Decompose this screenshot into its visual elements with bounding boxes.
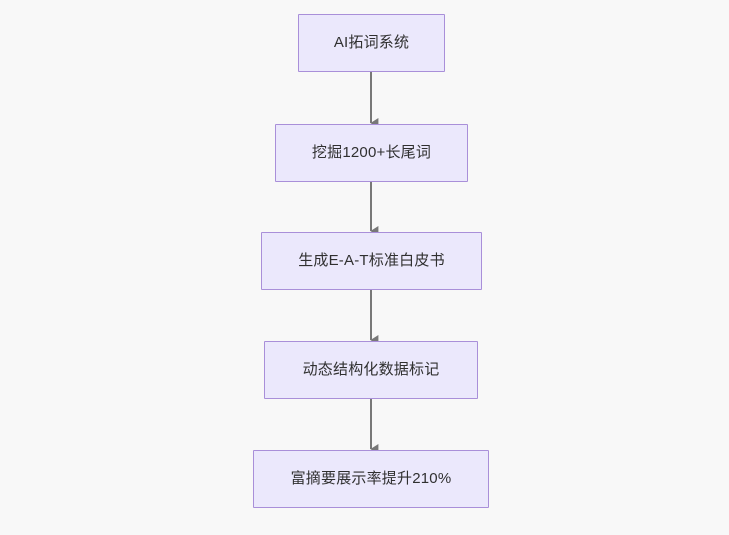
flow-node-label: 动态结构化数据标记	[302, 361, 440, 379]
flow-node-n3[interactable]: 生成E-A-T标准白皮书	[261, 232, 482, 290]
flow-node-n2[interactable]: 挖掘1200+长尾词	[275, 124, 468, 182]
flow-node-n1[interactable]: AI拓词系统	[298, 14, 445, 72]
flow-node-label: 富摘要展示率提升210%	[290, 470, 452, 488]
flow-node-n5[interactable]: 富摘要展示率提升210%	[253, 450, 489, 508]
flow-node-label: AI拓词系统	[333, 34, 410, 52]
flow-node-n4[interactable]: 动态结构化数据标记	[264, 341, 478, 399]
flow-node-label: 挖掘1200+长尾词	[311, 144, 432, 162]
flow-node-label: 生成E-A-T标准白皮书	[298, 252, 445, 270]
